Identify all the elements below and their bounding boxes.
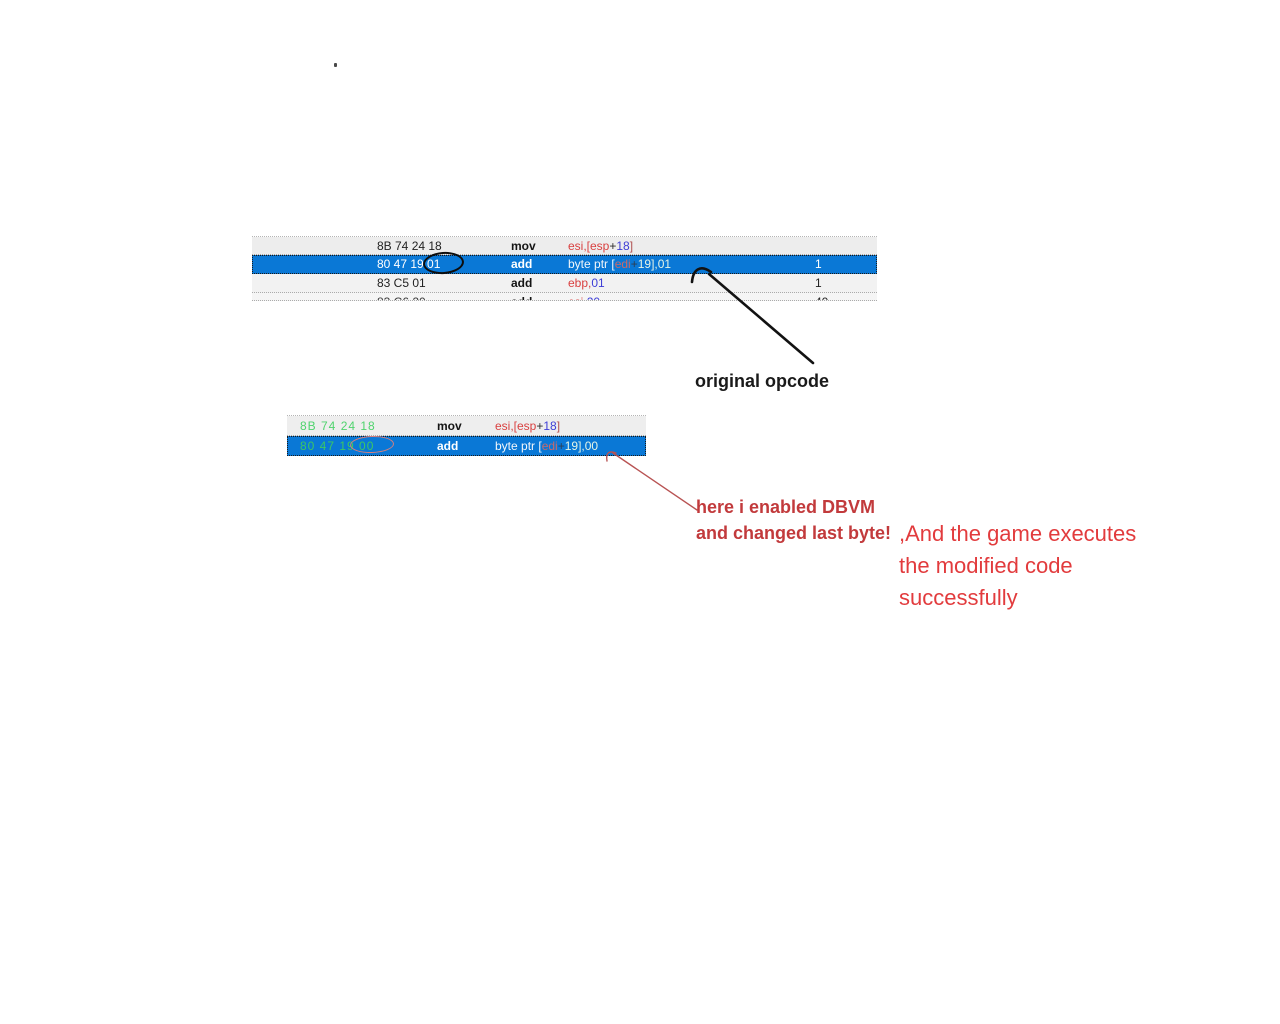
operand-part: byte ptr [: [568, 257, 615, 271]
opcode-cell: add: [511, 276, 533, 290]
dbvm-note-line1: here i enabled DBVM: [696, 497, 876, 517]
operand-part: 01: [591, 276, 605, 290]
opcode-cell: add: [511, 257, 533, 271]
opcode-cell: add: [437, 439, 459, 453]
red-arrow-annotation: [606, 451, 698, 511]
operand-cell: esi,[esp+18]: [568, 237, 634, 254]
disasm-row-selected[interactable]: 80 47 19 00 add byte ptr [edi+19],00: [287, 436, 646, 456]
operand-part: 18: [616, 239, 630, 253]
value-cell: 1: [815, 257, 822, 271]
hex-bytes-cell: 80 47 19 00: [300, 439, 375, 453]
operand-part: 19],01: [637, 257, 672, 271]
operand-part: +: [630, 257, 638, 271]
black-arrow-annotation: [690, 267, 815, 365]
operand-part: 19],00: [564, 439, 599, 453]
game-executes-note: ,And the game executes the modified code…: [899, 521, 1137, 610]
operand-part: ]: [556, 419, 561, 433]
dbvm-note-label: here i enabled DBVM and changed last byt…: [696, 494, 891, 546]
hex-bytes-cell: 80 47 19 01: [377, 257, 441, 271]
operand-part: edi: [614, 257, 631, 271]
hex-bytes-cell: 83 C5 01: [377, 276, 426, 290]
hex-bytes-cell: 83 C6 20: [377, 293, 426, 300]
operand-part: 20: [587, 295, 600, 300]
operand-cell: byte ptr [edi+19],01: [568, 255, 671, 274]
hex-bytes-cell: 8B 74 24 18: [377, 239, 442, 253]
operand-part: edi: [541, 439, 558, 453]
operand-cell: esi,[esp+18]: [495, 416, 561, 435]
operand-part: +: [609, 239, 617, 253]
opcode-cell: mov: [511, 239, 536, 253]
operand-cell: ebp,01: [568, 274, 605, 292]
operand-part: esi,[esp: [568, 239, 610, 253]
operand-part: ]: [629, 239, 634, 253]
disasm-row[interactable]: 8B 74 24 18 mov esi,[esp+18]: [287, 416, 646, 436]
original-opcode-label: original opcode: [695, 371, 830, 391]
operand-part: +: [536, 419, 544, 433]
disasm-row[interactable]: 83 C5 01 add ebp,01 1: [252, 274, 877, 293]
opcode-cell: mov: [437, 419, 462, 433]
disasm-row[interactable]: 83 C6 20 add esi,20 40: [252, 293, 877, 301]
value-cell: 1: [815, 276, 822, 290]
hex-bytes-cell: 8B 74 24 18: [300, 419, 376, 433]
operand-part: esi,: [568, 295, 587, 300]
operand-part: esi,[esp: [495, 419, 537, 433]
opcode-cell: add: [511, 293, 532, 300]
operand-cell: byte ptr [edi+19],00: [495, 436, 598, 456]
operand-part: ebp,: [568, 276, 592, 290]
operand-part: +: [557, 439, 565, 453]
dbvm-note-line2: and changed last byte!: [696, 523, 892, 543]
disasm-row-selected[interactable]: 80 47 19 01 add byte ptr [edi+19],01 1: [252, 255, 877, 274]
disasm-row[interactable]: 8B 74 24 18 mov esi,[esp+18]: [252, 237, 877, 255]
operand-part: 18: [543, 419, 557, 433]
value-cell: 40: [815, 293, 828, 300]
operand-part: byte ptr [: [495, 439, 542, 453]
stray-dot-mark: [334, 63, 337, 67]
operand-cell: esi,20: [568, 293, 600, 300]
